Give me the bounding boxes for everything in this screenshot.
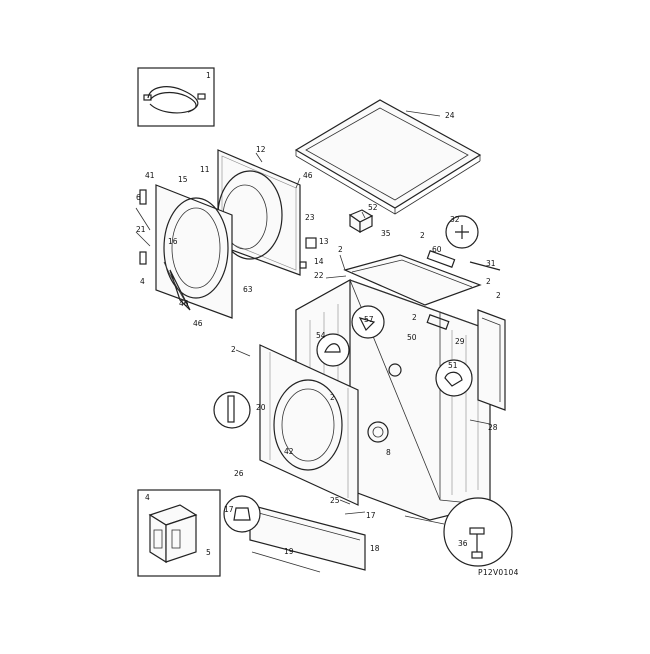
valve-parts — [426, 250, 501, 330]
callout-60: 60 — [432, 245, 442, 254]
callout-21: 21 — [136, 225, 146, 234]
inset-dispenser — [137, 489, 221, 577]
callout-4b: 4 — [145, 493, 150, 502]
front-panel — [259, 344, 359, 506]
callout-31: 31 — [486, 259, 496, 268]
leader-lines — [235, 110, 491, 573]
detail-circles — [213, 215, 513, 567]
callout-2d: 2 — [496, 291, 501, 300]
callout-2b: 2 — [420, 231, 425, 240]
callout-46a: 46 — [303, 171, 313, 180]
small-parts-top — [299, 209, 374, 269]
callout-46b: 46 — [179, 299, 189, 308]
callout-35: 35 — [381, 229, 391, 238]
callout-54: 54 — [316, 331, 326, 340]
callout-15: 15 — [178, 175, 188, 184]
callout-51: 51 — [448, 361, 458, 370]
inset-hose — [137, 67, 215, 127]
callout-2g: 2 — [330, 393, 335, 402]
callout-11: 11 — [200, 165, 210, 174]
callout-63: 63 — [243, 285, 253, 294]
callout-16: 16 — [168, 237, 178, 246]
callout-1: 1 — [206, 71, 211, 80]
callout-4a: 4 — [140, 277, 145, 286]
callout-46c: 46 — [193, 319, 203, 328]
callout-18: 18 — [370, 544, 380, 553]
callout-13: 13 — [319, 237, 329, 246]
kick-panel — [249, 504, 366, 571]
callout-29: 29 — [455, 337, 465, 346]
callout-6: 6 — [136, 193, 141, 202]
callout-32: 32 — [450, 215, 460, 224]
callout-28: 28 — [488, 423, 498, 432]
callout-36: 36 — [458, 539, 468, 548]
door-boot — [155, 184, 233, 319]
callout-2f: 2 — [412, 313, 417, 322]
callout-12: 12 — [256, 145, 266, 154]
callout-20: 20 — [256, 403, 266, 412]
callout-22: 22 — [314, 271, 324, 280]
callout-57: 57 — [364, 315, 374, 324]
callout-19: 19 — [284, 547, 294, 556]
callout-labels: 1 24 12 11 15 41 46 23 13 14 6 21 4 16 6… — [136, 71, 519, 577]
hinge-parts — [135, 189, 151, 265]
callout-52: 52 — [368, 203, 378, 212]
drawing-code: P12V0104 — [478, 568, 519, 577]
callout-14: 14 — [314, 257, 324, 266]
callout-2c: 2 — [486, 277, 491, 286]
callout-2a: 2 — [338, 245, 343, 254]
callout-5: 5 — [206, 548, 211, 557]
callout-41: 41 — [145, 171, 155, 180]
callout-23: 23 — [305, 213, 315, 222]
top-cover — [294, 99, 482, 215]
side-panel — [477, 309, 506, 411]
callout-50: 50 — [407, 333, 417, 342]
callout-8: 8 — [386, 448, 391, 457]
callout-24: 24 — [445, 111, 455, 120]
callout-42: 42 — [284, 447, 294, 456]
callout-17a: 17 — [366, 511, 376, 520]
callout-26: 26 — [234, 469, 244, 478]
callout-25: 25 — [330, 496, 340, 505]
callout-2e: 2 — [231, 345, 236, 354]
callout-17b: 17 — [224, 505, 234, 514]
